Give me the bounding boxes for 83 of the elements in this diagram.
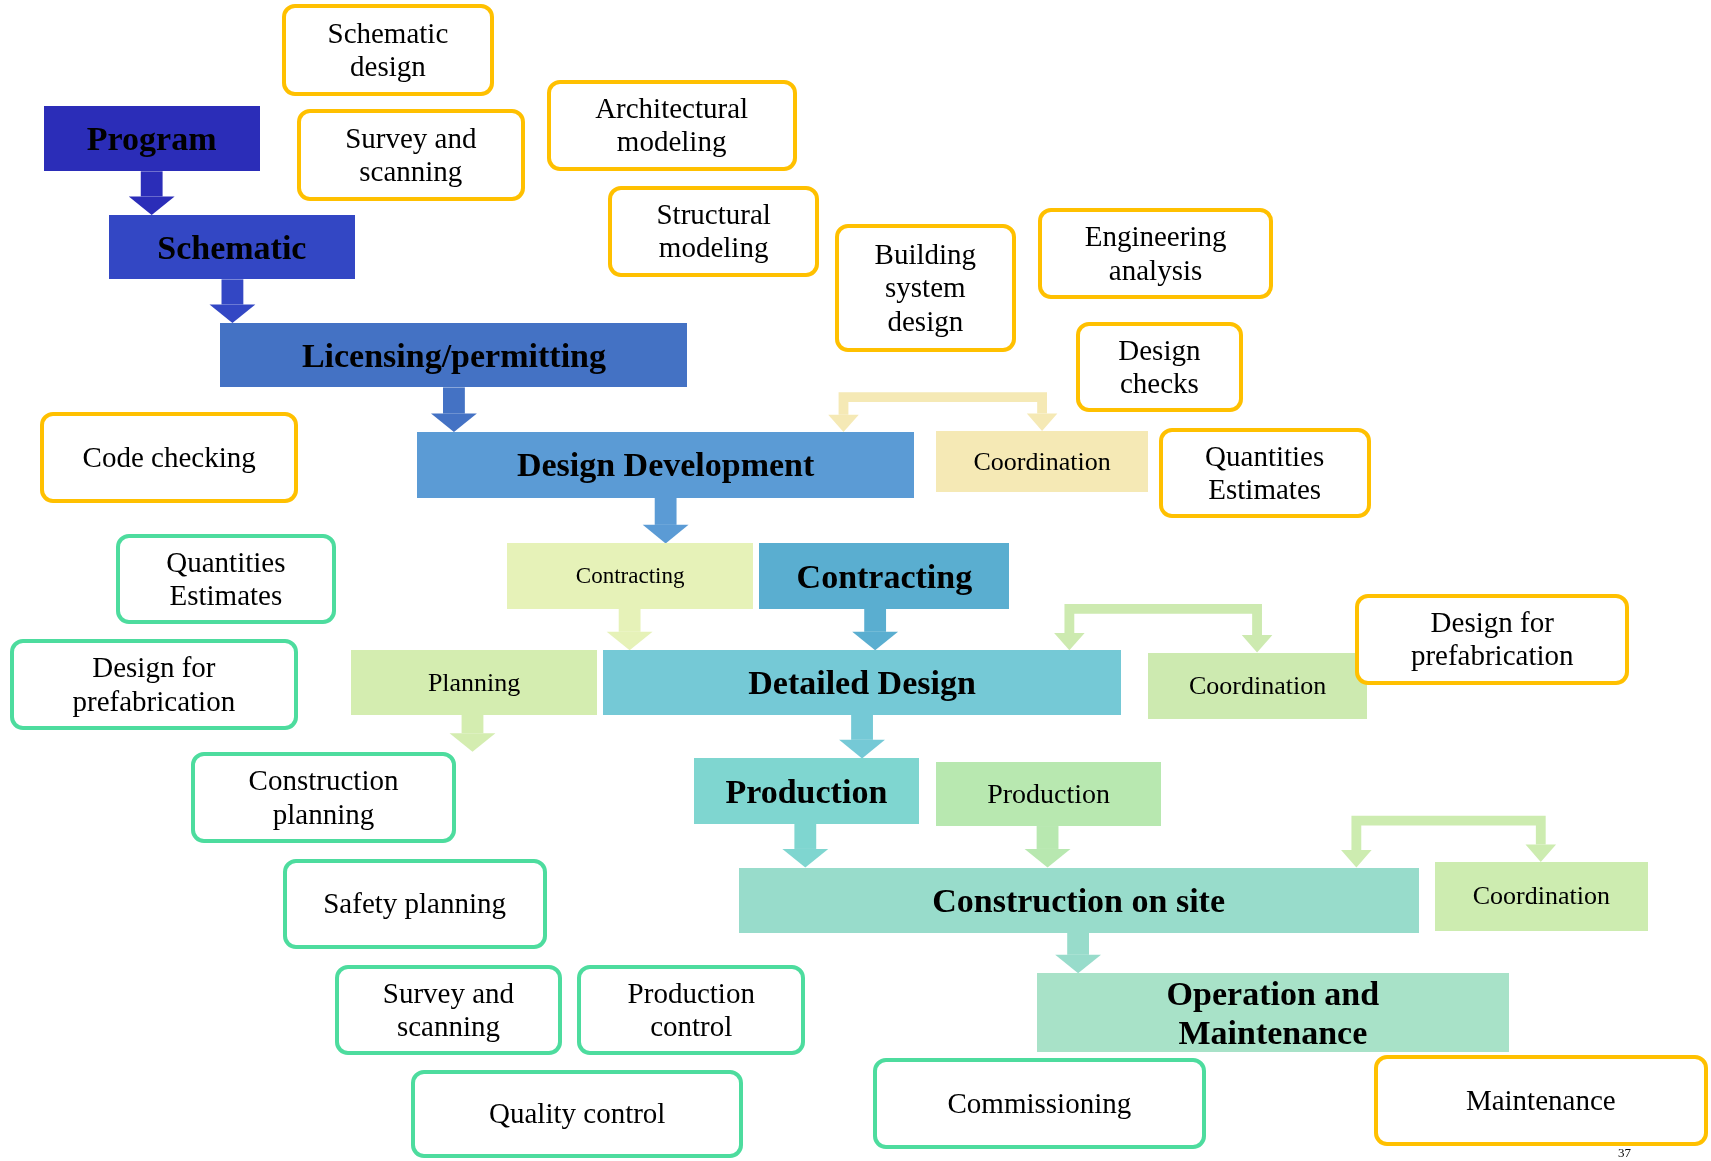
task-box bbox=[1158, 427, 1371, 519]
arrow bbox=[642, 497, 689, 544]
box-label: Coordination bbox=[973, 446, 1111, 477]
box-label: Maintenance bbox=[1465, 1083, 1616, 1118]
stage-box bbox=[603, 650, 1121, 715]
box-label: Contracting bbox=[575, 562, 685, 590]
activity-box bbox=[936, 431, 1148, 493]
box-label: Commissioning bbox=[947, 1087, 1132, 1121]
arrow bbox=[431, 387, 477, 433]
stage-box bbox=[759, 543, 1010, 609]
stage-box bbox=[416, 432, 915, 498]
arrow bbox=[1341, 815, 1557, 868]
task-box bbox=[115, 533, 337, 625]
task-box bbox=[607, 185, 820, 278]
task-box bbox=[411, 1070, 744, 1158]
box-label: Architectural modeling bbox=[594, 92, 750, 159]
task-box bbox=[1355, 593, 1630, 686]
box-label: Construction planning bbox=[247, 764, 400, 831]
box-label: Structural modeling bbox=[655, 198, 772, 265]
box-label: Building system design bbox=[873, 238, 978, 339]
box-label: Code checking bbox=[82, 441, 256, 475]
box-label: Coordination bbox=[1472, 881, 1610, 912]
box-label: Survey and scanning bbox=[344, 121, 478, 189]
box-label: Coordination bbox=[1189, 670, 1327, 701]
stage-box bbox=[694, 758, 919, 824]
box-label: Design checks bbox=[1117, 333, 1202, 401]
box-label: Construction on site bbox=[932, 880, 1226, 920]
activity-box bbox=[507, 543, 753, 609]
arrow bbox=[839, 714, 885, 759]
box-label: Schematic bbox=[157, 227, 307, 267]
activity-box bbox=[936, 761, 1161, 827]
task-box bbox=[834, 223, 1016, 353]
box-label: Production control bbox=[626, 976, 756, 1044]
box-label: Survey and scanning bbox=[381, 976, 516, 1044]
stage-box bbox=[220, 323, 688, 388]
box-label: Contracting bbox=[796, 556, 973, 596]
arrow bbox=[1055, 933, 1101, 974]
box-label: Quality control bbox=[489, 1097, 666, 1131]
box-label: Engineering analysis bbox=[1083, 220, 1228, 288]
activity-box bbox=[351, 650, 597, 715]
task-box bbox=[190, 751, 457, 844]
box-label: Design for prefabrication bbox=[71, 651, 237, 719]
box-label: Quantities Estimates bbox=[1204, 439, 1326, 507]
box-label: Safety planning bbox=[323, 887, 507, 921]
arrow bbox=[828, 392, 1058, 433]
task-box bbox=[872, 1058, 1206, 1149]
activity-box bbox=[1434, 862, 1648, 931]
box-label: Detailed Design bbox=[748, 663, 976, 703]
task-box bbox=[577, 964, 806, 1056]
task-box bbox=[296, 109, 525, 201]
arrow bbox=[852, 608, 899, 651]
arrow bbox=[1054, 604, 1273, 653]
box-label: Quantities Estimates bbox=[165, 545, 287, 613]
task-box bbox=[1037, 208, 1274, 299]
task-box bbox=[1373, 1055, 1708, 1146]
stage-box bbox=[738, 867, 1419, 933]
task-box bbox=[1075, 321, 1243, 413]
box-label: Operation and Maintenance bbox=[1165, 973, 1381, 1052]
box-label: Production bbox=[725, 771, 888, 811]
page-number: 37 bbox=[1618, 1145, 1631, 1160]
arrow bbox=[782, 823, 829, 868]
task-box bbox=[281, 4, 495, 96]
task-box bbox=[282, 858, 547, 950]
box-label: Design Development bbox=[516, 445, 815, 485]
arrow bbox=[128, 171, 175, 215]
activity-box bbox=[1147, 652, 1368, 720]
box-label: Licensing/permitting bbox=[301, 335, 606, 375]
stage-box bbox=[43, 105, 260, 172]
task-box bbox=[546, 79, 797, 172]
arrow bbox=[1024, 826, 1071, 868]
task-box bbox=[9, 639, 298, 730]
box-label: Program bbox=[86, 119, 217, 159]
stage-box bbox=[109, 214, 355, 280]
stage-box bbox=[1036, 973, 1510, 1052]
box-label: Production bbox=[987, 777, 1111, 810]
arrow bbox=[606, 608, 653, 651]
box-label: Design for prefabrication bbox=[1409, 606, 1575, 673]
arrow bbox=[449, 714, 496, 752]
task-box bbox=[40, 412, 298, 504]
box-label: Schematic design bbox=[326, 16, 450, 84]
box-label: Planning bbox=[427, 667, 521, 698]
task-box bbox=[335, 964, 562, 1056]
arrow bbox=[209, 279, 256, 323]
